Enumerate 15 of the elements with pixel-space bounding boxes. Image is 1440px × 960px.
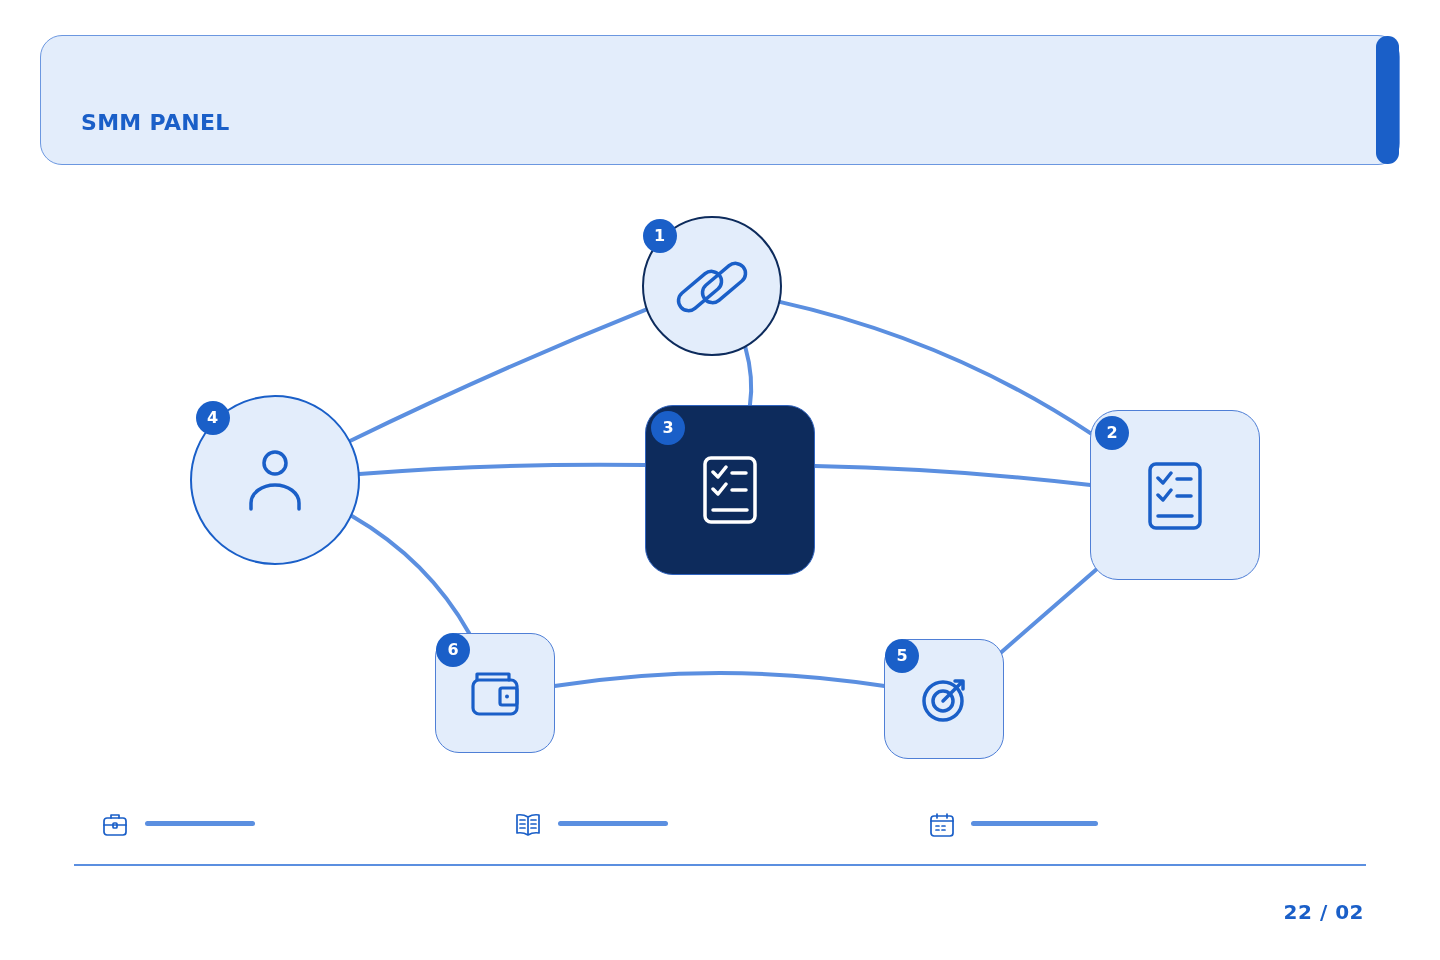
number-badge: 1 (642, 218, 677, 253)
page-number: 22 / 02 (1283, 899, 1364, 925)
number-badge: 3 (651, 411, 685, 445)
number-badge: 2 (1095, 416, 1129, 450)
highlighted-node (645, 405, 815, 575)
rounded-node (1090, 410, 1260, 580)
number-badge: 6 (436, 633, 470, 667)
number-badge: 4 (195, 400, 230, 435)
header-banner (40, 35, 1400, 165)
subtitle: SMM PANEL (81, 110, 230, 136)
rounded-node (884, 639, 1004, 759)
connector-line (999, 567, 1099, 655)
connector-line (348, 307, 649, 443)
rounded-node (435, 633, 555, 753)
number-badge: 5 (885, 639, 919, 673)
